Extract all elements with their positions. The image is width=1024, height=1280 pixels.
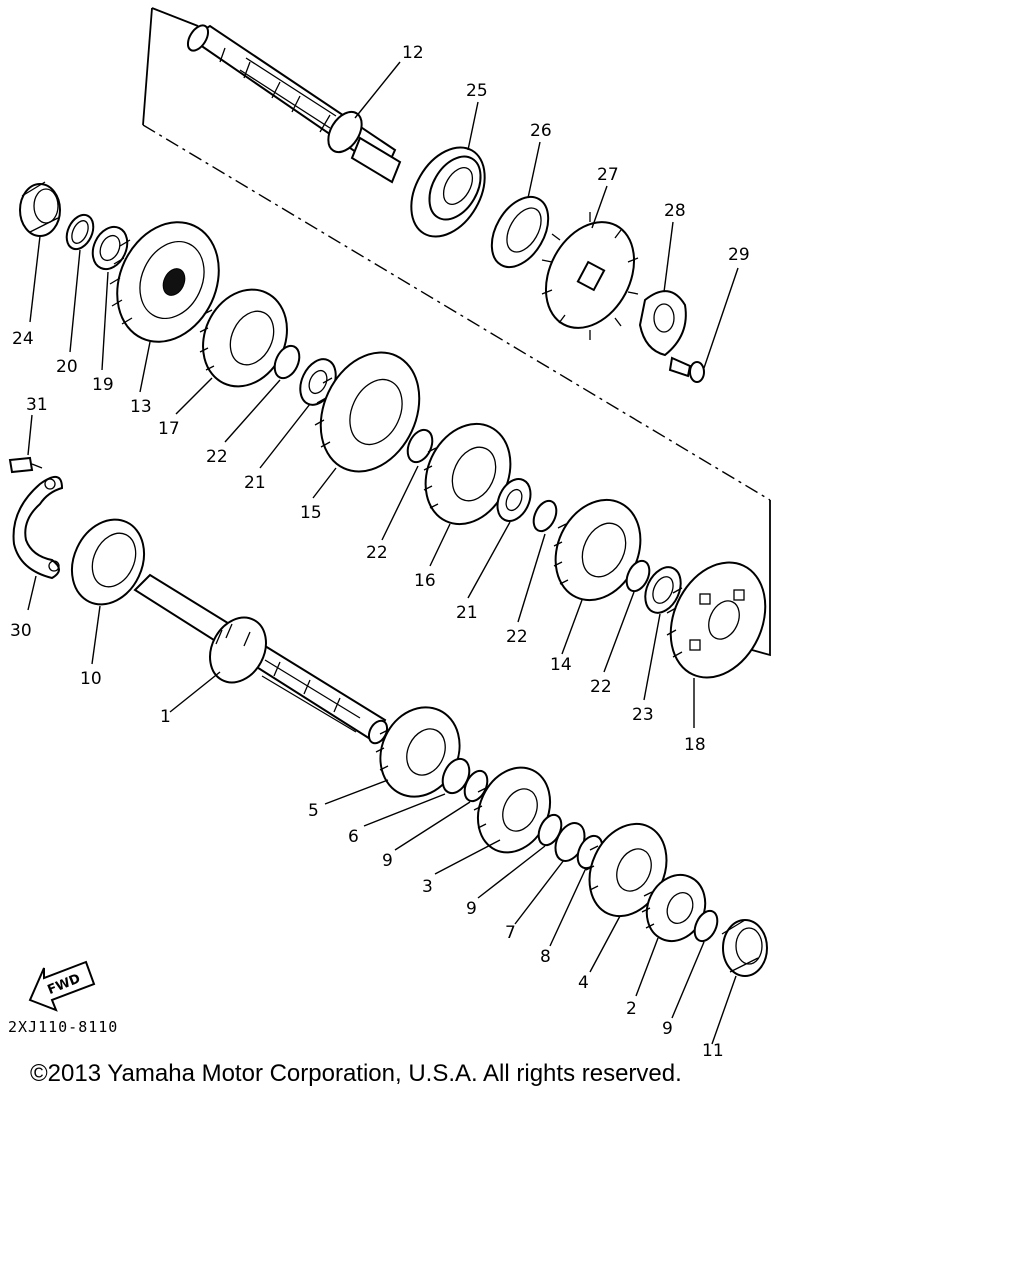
- callout-22-d: 22: [590, 677, 612, 697]
- bearing-25: [410, 146, 486, 238]
- main-axle-1: [133, 573, 389, 745]
- circlip-22-lower: [532, 499, 558, 533]
- callout-20: 20: [56, 357, 78, 377]
- callout-24: 24: [12, 329, 34, 349]
- callout-9-a: 9: [382, 851, 393, 871]
- callout-27: 27: [597, 165, 619, 185]
- screw-31: [8, 456, 43, 474]
- diagram-code: 2XJ110-8110: [8, 1018, 119, 1036]
- callout-21-a: 21: [244, 473, 266, 493]
- washer-21-middle: [496, 478, 532, 522]
- callout-23: 23: [632, 705, 654, 725]
- callout-22-b: 22: [366, 543, 388, 563]
- circlip-22-upper: [273, 344, 301, 380]
- callout-4: 4: [578, 973, 589, 993]
- circlip-20: [65, 213, 95, 251]
- washer-23: [644, 566, 682, 614]
- callout-25: 25: [466, 81, 488, 101]
- callout-6: 6: [348, 827, 359, 847]
- copyright-notice: ©2013 Yamaha Motor Corporation, U.S.A. A…: [30, 1060, 682, 1087]
- gear-14: [553, 498, 642, 602]
- callout-16: 16: [414, 571, 436, 591]
- callout-12: 12: [402, 43, 424, 63]
- callout-30: 30: [10, 621, 32, 641]
- callout-7: 7: [505, 923, 516, 943]
- callout-22-a: 22: [206, 447, 228, 467]
- callout-9-c: 9: [662, 1019, 673, 1039]
- callout-1: 1: [160, 707, 171, 727]
- gear-13: [109, 221, 220, 343]
- callout-2: 2: [626, 999, 637, 1019]
- drive-axle-12: [186, 24, 402, 184]
- bolt-29: [668, 356, 705, 383]
- callout-labels: 12 25 26 27 28 29 24 20 19 13 17 22 21 1…: [10, 43, 750, 1061]
- washer-19: [91, 225, 129, 271]
- callout-18: 18: [684, 735, 706, 755]
- callout-21-b: 21: [456, 603, 478, 623]
- callout-10: 10: [80, 669, 102, 689]
- callout-26: 26: [530, 121, 552, 141]
- callout-15: 15: [300, 503, 322, 523]
- callout-17: 17: [158, 419, 180, 439]
- bearing-11: [721, 919, 768, 977]
- circlip-22-right: [625, 559, 651, 593]
- callout-11: 11: [702, 1041, 724, 1061]
- callout-29: 29: [728, 245, 750, 265]
- callout-9-b: 9: [466, 899, 477, 919]
- gear-4: [585, 822, 668, 918]
- oil-seal-26: [490, 195, 550, 269]
- callout-28: 28: [664, 201, 686, 221]
- lock-washer-28: [638, 290, 687, 357]
- fwd-arrow-icon: FWD: [28, 960, 96, 1012]
- circlip-9-third: [693, 909, 719, 943]
- drive-axle-frame: [142, 7, 771, 657]
- callout-8: 8: [540, 947, 551, 967]
- callout-19: 19: [92, 375, 114, 395]
- gear-15: [314, 351, 421, 473]
- callout-22-c: 22: [506, 627, 528, 647]
- bracket-30: [12, 476, 64, 580]
- bearing-10: [71, 518, 145, 606]
- gear-18: [666, 561, 767, 679]
- callout-31: 31: [26, 395, 48, 415]
- callout-5: 5: [308, 801, 319, 821]
- callout-13: 13: [130, 397, 152, 417]
- callout-3: 3: [422, 877, 433, 897]
- drive-sprocket-27: [541, 212, 639, 340]
- leader-lines: [27, 61, 739, 1045]
- bearing-24: [19, 181, 61, 237]
- callout-14: 14: [550, 655, 572, 675]
